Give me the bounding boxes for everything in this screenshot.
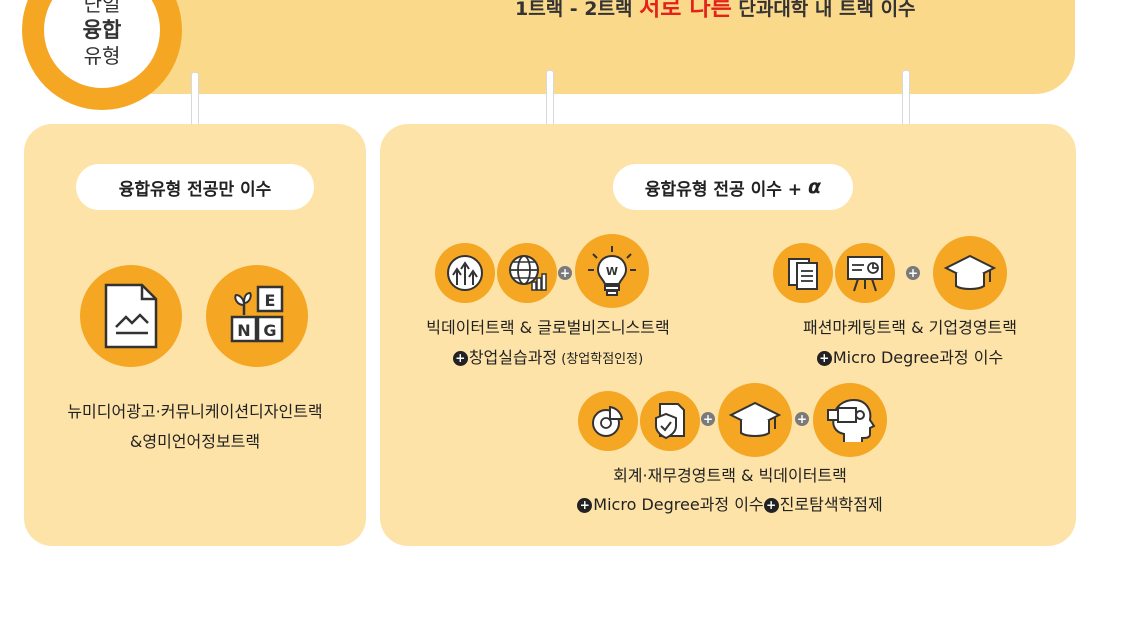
documents-icon bbox=[773, 243, 833, 303]
graduation-cap-icon bbox=[718, 383, 792, 457]
plus-icon: + bbox=[577, 498, 593, 513]
header-banner: 1트랙 - 2트랙 서로 다른 단과대학 내 트랙 이수 bbox=[100, 0, 1075, 94]
right-panel-pill: 융합유형 전공 이수 +α bbox=[613, 164, 853, 210]
lightbulb-icon: W bbox=[575, 234, 649, 308]
document-chart-icon bbox=[80, 265, 182, 367]
svg-text:W: W bbox=[606, 265, 618, 278]
group-2-line-1: 패션마케팅트랙 & 기업경영트랙 bbox=[802, 318, 1017, 337]
left-track-line-1: 뉴미디어광고·커뮤니케이션디자인트랙 bbox=[67, 402, 323, 421]
group-3-line-2: +Micro Degree과정 이수+진로탐색학점제 bbox=[540, 491, 920, 515]
alpha-symbol: α bbox=[808, 176, 822, 198]
banner-highlight: 서로 다른 bbox=[639, 0, 732, 21]
group-3-line-1: 회계·재무경영트랙 & 빅데이터트랙 bbox=[613, 466, 847, 485]
presentation-board-icon bbox=[835, 243, 895, 303]
svg-text:N: N bbox=[237, 321, 250, 340]
group-2-line-2: +Micro Degree과정 이수 bbox=[760, 344, 1060, 368]
group-1-line-2: +창업실습과정 (창업학점인정) bbox=[398, 344, 698, 368]
shield-doc-icon bbox=[640, 391, 700, 451]
plus-icon: + bbox=[763, 498, 779, 513]
abc-blocks-icon: E N G bbox=[206, 265, 308, 367]
plus-icon: + bbox=[795, 412, 809, 426]
plus-icon: + bbox=[452, 351, 468, 366]
plus-icon: + bbox=[816, 351, 832, 366]
graduation-cap-icon bbox=[933, 236, 1007, 310]
plus-icon: + bbox=[701, 412, 715, 426]
group-1-line-1: 빅데이터트랙 & 글로벌비즈니스트랙 bbox=[426, 318, 670, 337]
badge-line-3: 유형 bbox=[83, 44, 121, 68]
badge-line-2: 융합 bbox=[82, 18, 122, 42]
growth-arrows-icon bbox=[435, 243, 495, 303]
left-panel-pill: 융합유형 전공만 이수 bbox=[76, 164, 314, 210]
svg-text:E: E bbox=[265, 291, 276, 310]
plus-icon: + bbox=[558, 266, 572, 280]
globe-chart-icon bbox=[497, 243, 557, 303]
pie-chart-icon bbox=[578, 391, 638, 451]
banner-title: 1트랙 - 2트랙 서로 다른 단과대학 내 트랙 이수 bbox=[515, 0, 916, 22]
head-telescope-icon bbox=[813, 383, 887, 457]
badge-line-1: 단일 bbox=[83, 0, 121, 16]
left-track-line-2: &영미언어정보트랙 bbox=[129, 432, 261, 451]
svg-text:G: G bbox=[263, 321, 276, 340]
plus-icon: + bbox=[906, 266, 920, 280]
